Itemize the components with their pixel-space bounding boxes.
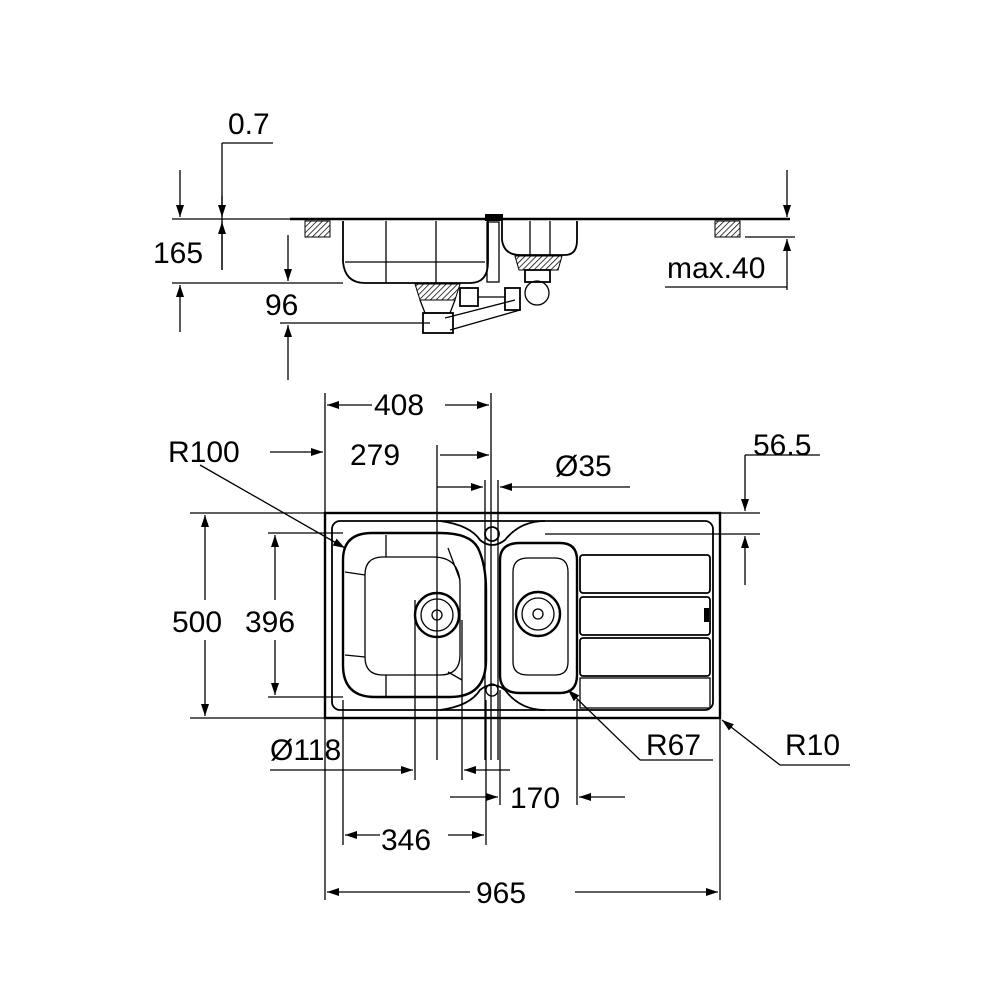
dim-overall-width: 965 — [476, 877, 526, 910]
dim-tap-edge: 56.5 — [753, 429, 811, 462]
top-view-dimensions: 408 R100 279 Ø35 56.5 500 396 Ø118 R67 R… — [168, 389, 850, 910]
dim-radius-large: R100 — [168, 436, 240, 469]
dim-drain-height: 96 — [265, 289, 298, 322]
dim-radius-small: R67 — [646, 729, 701, 762]
dim-tap-hole: Ø35 — [555, 450, 612, 483]
dim-drain-diameter: Ø118 — [270, 734, 341, 767]
dim-bowl-width: 408 — [374, 389, 424, 422]
side-view — [290, 214, 790, 334]
dim-max-counter: max.40 — [667, 252, 765, 285]
top-view — [323, 511, 722, 720]
dim-overall-depth: 500 — [172, 606, 222, 639]
dim-small-bowl-width: 170 — [510, 782, 560, 815]
dim-thickness: 0.7 — [228, 108, 270, 141]
dim-bowl-depth: 396 — [245, 606, 295, 639]
dim-depth: 165 — [153, 237, 203, 270]
dim-tap-offset: 279 — [350, 439, 400, 472]
side-view-dimensions: 0.7 165 96 max.40 — [153, 108, 795, 380]
dim-radius-outer: R10 — [785, 729, 840, 762]
dim-large-bowl-width: 346 — [381, 824, 431, 857]
